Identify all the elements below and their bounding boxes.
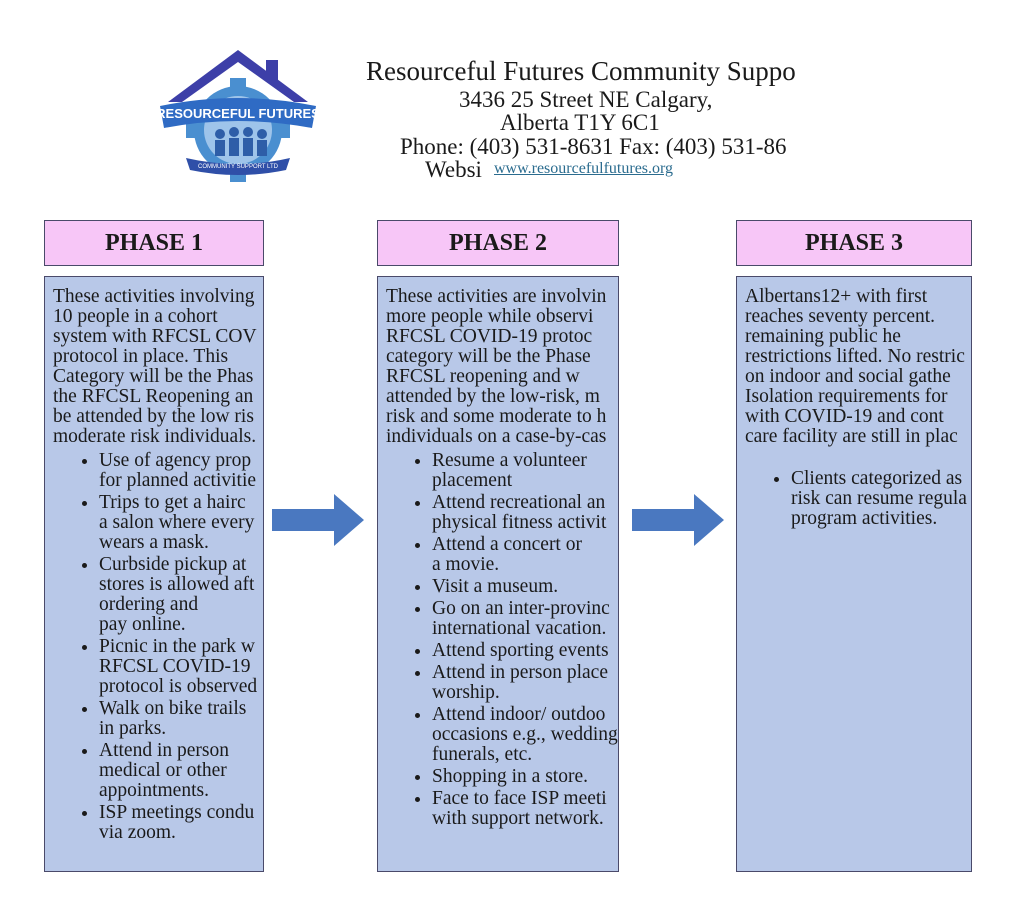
list-item: Attend sporting events [432,641,618,661]
website-label: Websi [425,157,482,182]
phase-1-intro: These activities involving 10 people in … [53,286,257,447]
phase-2-intro: These activities are involvin more peopl… [386,286,607,447]
phase-2-header: PHASE 2 [377,220,619,266]
phase-3-box: Albertans12+ with first reaches seventy … [736,276,972,872]
list-item: Visit a museum. [432,577,618,597]
list-item: Attend a concert ora movie. [432,535,618,575]
list-item: Shopping in a store. [432,767,618,787]
company-logo: RESOURCEFUL FUTURES COMMUNITY SUPPORT LT… [158,50,318,182]
phase-1-header: PHASE 1 [44,220,264,266]
address-street: 3436 25 Street NE Calgary, [459,88,713,112]
logo-text: RESOURCEFUL FUTURES [158,106,318,121]
website-link[interactable]: www.resourcefulfutures.org [494,160,674,177]
phase-3-intro: Albertans12+ with first reaches seventy … [745,286,965,447]
phase-2-box: These activities are involvin more peopl… [377,276,619,872]
phase-1-box: These activities involving 10 people in … [44,276,264,872]
organization-name: Resourceful Futures Community Suppo [366,56,796,86]
phase-3-header: PHASE 3 [736,220,972,266]
arrow-right-icon [272,494,364,546]
phone-fax-line: Phone: (403) 531-8631 Fax: (403) 531-86 [400,135,787,159]
logo-subtext: COMMUNITY SUPPORT LTD [198,164,279,170]
address-city: Alberta T1Y 6C1 [500,111,660,135]
arrow-right-icon [632,494,724,546]
